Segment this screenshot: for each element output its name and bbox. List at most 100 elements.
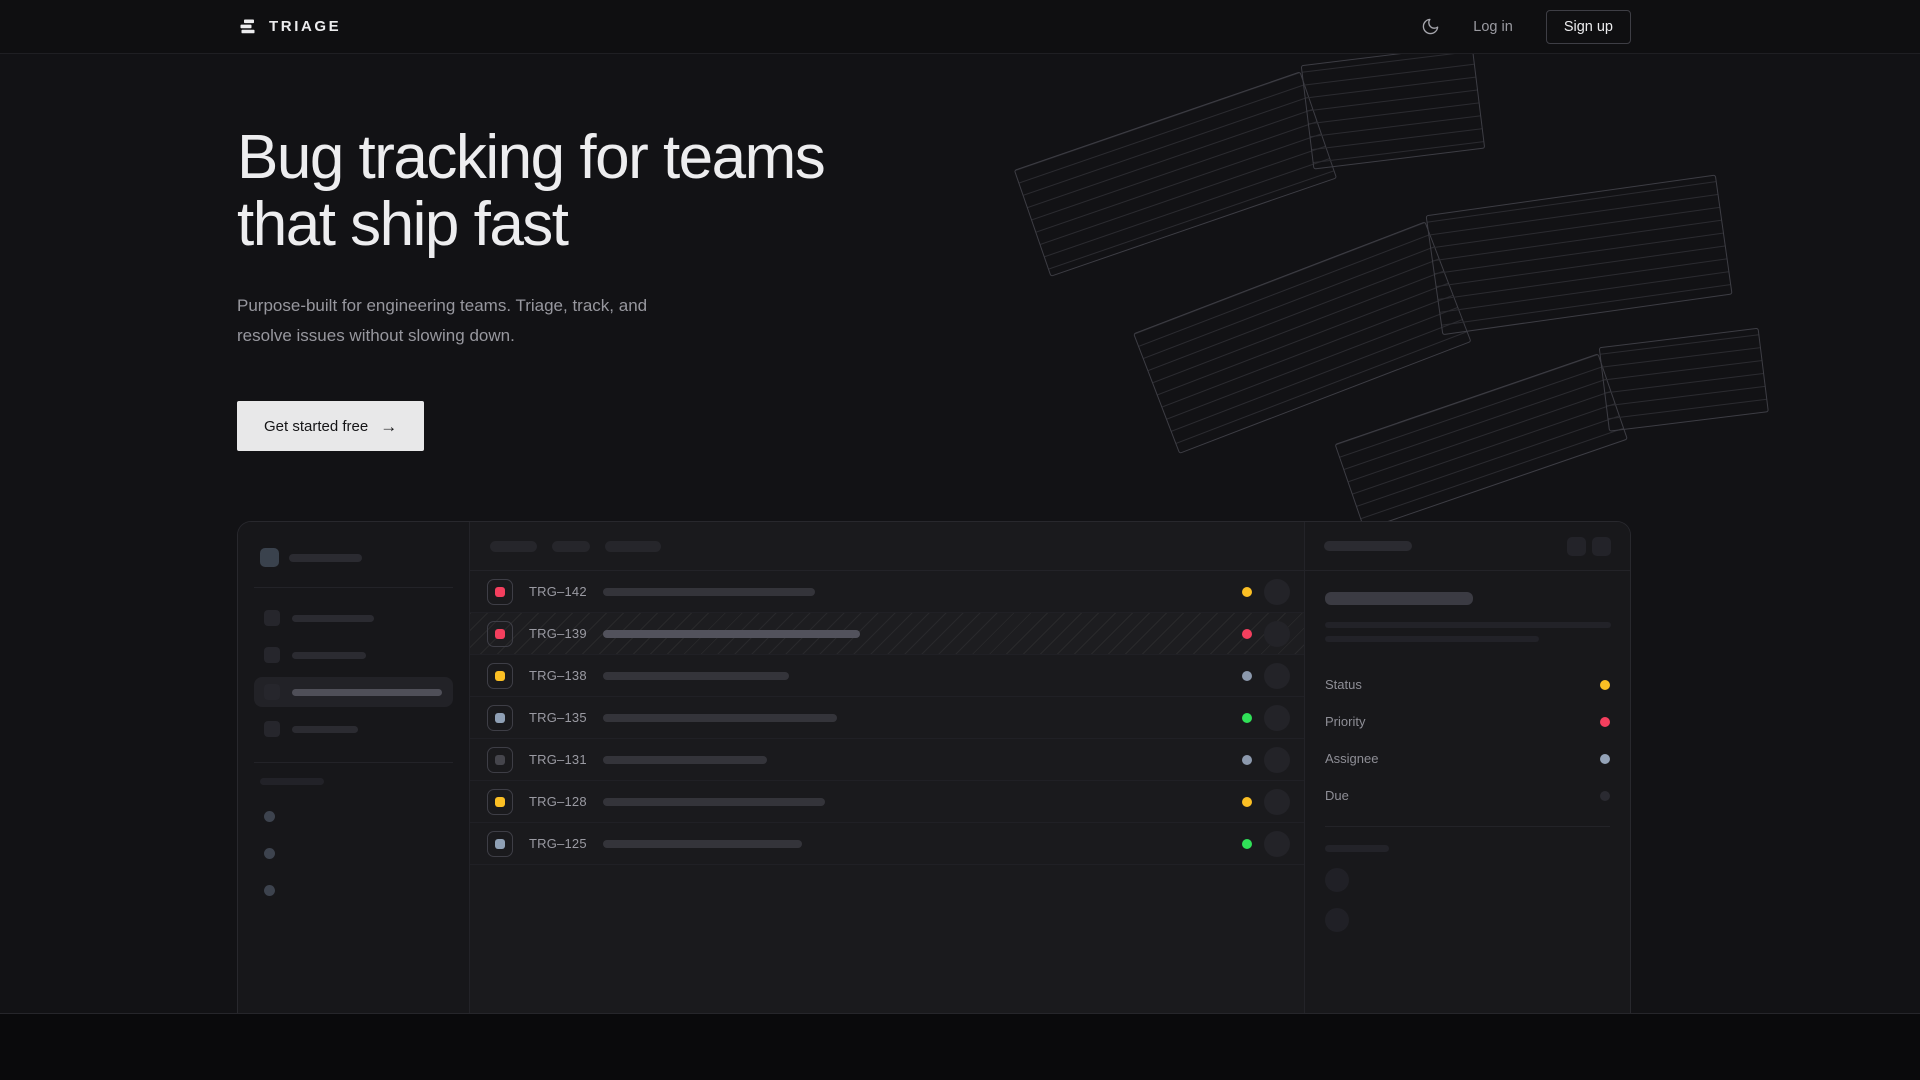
issue-row[interactable]: TRG–135 [470,697,1304,739]
assignee-avatar [1264,830,1290,857]
issue-type-badge-glyph [495,838,505,849]
signup-button[interactable]: Sign up [1545,9,1631,44]
field-value-dot [1600,716,1610,727]
panel-actions [1567,536,1611,556]
sidebar-divider [254,587,453,588]
issue-row[interactable]: TRG–138 [470,655,1304,697]
sidebar-item-label-skeleton [292,651,366,659]
sidebar-item-3[interactable] [254,677,453,707]
issue-type-badge [487,830,513,857]
top-nav: TRIAGE Log in Sign up [0,0,1920,54]
hero-subtitle: Purpose-built for engineering teams. Tri… [237,291,1920,351]
issue-row[interactable]: TRG–125 [470,823,1304,865]
sidebar-avatar-dot [264,811,275,822]
issue-title-skeleton [603,797,825,806]
issue-title-skeleton [603,755,767,764]
sidebar-item-icon-skeleton [264,721,280,737]
activity-avatars [1325,868,1610,932]
preview-sidebar [238,522,470,1013]
field-row-status[interactable]: Status [1325,666,1610,703]
issue-type-badge [487,746,513,773]
issue-type-badge [487,662,513,689]
sidebar-item-2[interactable] [254,640,453,670]
title-line-1: Bug tracking for teams [237,123,826,192]
hero-content: Bug tracking for teams that ship fast Pu… [0,54,1920,451]
issue-type-badge-glyph [495,796,505,807]
login-button[interactable]: Log in [1467,18,1519,36]
sidebar-nav [254,596,453,744]
sidebar-item-4[interactable] [254,714,453,744]
field-row-due[interactable]: Due [1325,777,1610,814]
panel-action-button-2[interactable] [1592,536,1611,556]
issue-title-skeleton [603,629,860,638]
sidebar-dots [254,785,453,896]
subtitle-line-1: Purpose-built for engineering teams. Tri… [237,296,648,315]
moon-icon [1421,17,1440,36]
issue-row[interactable]: TRG–128 [470,781,1304,823]
issue-type-badge-glyph [495,712,505,723]
app-preview-card: TRG–142 TRG–139 TRG–138 TRG–135 TRG–131 [237,521,1631,1013]
theme-toggle-button[interactable] [1421,17,1440,36]
list-filter-pill-1[interactable] [490,540,537,552]
issue-id: TRG–125 [529,836,587,851]
issue-title-skeleton [603,713,837,722]
sidebar-item-1[interactable] [254,603,453,633]
issue-type-badge [487,578,513,605]
issue-list: TRG–142 TRG–139 TRG–138 TRG–135 TRG–131 [470,522,1304,1013]
brand: TRIAGE [237,16,341,37]
field-value-dot [1600,753,1610,764]
issue-type-badge-glyph [495,628,505,639]
workspace-switcher[interactable] [254,548,453,567]
issue-title-skeleton [1325,592,1473,605]
footer-band [0,1013,1920,1080]
workspace-avatar [260,548,279,567]
issue-row[interactable]: TRG–142 [470,571,1304,613]
sidebar-item-icon-skeleton [264,684,280,700]
panel-title-skeleton [1324,541,1412,551]
title-line-2: that ship fast [237,190,569,259]
list-filter-pill-3[interactable] [605,540,661,552]
status-dot [1242,838,1252,849]
field-label: Due [1325,788,1349,803]
field-row-priority[interactable]: Priority [1325,703,1610,740]
issue-title-skeleton [603,587,815,596]
issue-type-badge [487,788,513,815]
triage-logo-icon [237,16,258,37]
issue-fields: Status Priority Assignee Due [1325,666,1610,814]
field-label: Status [1325,677,1362,692]
issue-id: TRG–131 [529,752,587,767]
status-dot [1242,670,1252,681]
issue-list-header [470,522,1304,571]
issue-rows: TRG–142 TRG–139 TRG–138 TRG–135 TRG–131 [470,571,1304,865]
issue-row[interactable]: TRG–131 [470,739,1304,781]
issue-id: TRG–138 [529,668,587,683]
activity-avatar [1325,868,1349,892]
detail-panel-body: Status Priority Assignee Due [1305,571,1630,932]
sidebar-avatar-dot [264,885,275,896]
sidebar-section-label-skeleton [260,778,324,785]
assignee-avatar [1264,746,1290,773]
field-label: Priority [1325,714,1366,729]
status-dot [1242,628,1252,639]
list-filter-pill-2[interactable] [552,540,590,552]
sidebar-item-icon-skeleton [264,610,280,626]
sidebar-divider [254,762,453,763]
panel-action-button-1[interactable] [1567,536,1586,556]
assignee-avatar [1264,620,1290,647]
issue-type-badge-glyph [495,754,505,765]
issue-type-badge-glyph [495,586,505,597]
assignee-avatar [1264,662,1290,689]
issue-id: TRG–139 [529,626,587,641]
cta-label: Get started free [264,417,369,435]
get-started-button[interactable]: Get started free → [237,401,425,451]
workspace-name-skeleton [289,553,362,562]
field-row-assignee[interactable]: Assignee [1325,740,1610,777]
detail-panel-header [1305,522,1630,571]
issue-type-badge [487,620,513,647]
sidebar-item-label-skeleton [292,614,374,622]
status-dot [1242,712,1252,723]
arrow-right-icon: → [380,416,398,436]
issue-id: TRG–135 [529,710,587,725]
issue-row[interactable]: TRG–139 [470,613,1304,655]
